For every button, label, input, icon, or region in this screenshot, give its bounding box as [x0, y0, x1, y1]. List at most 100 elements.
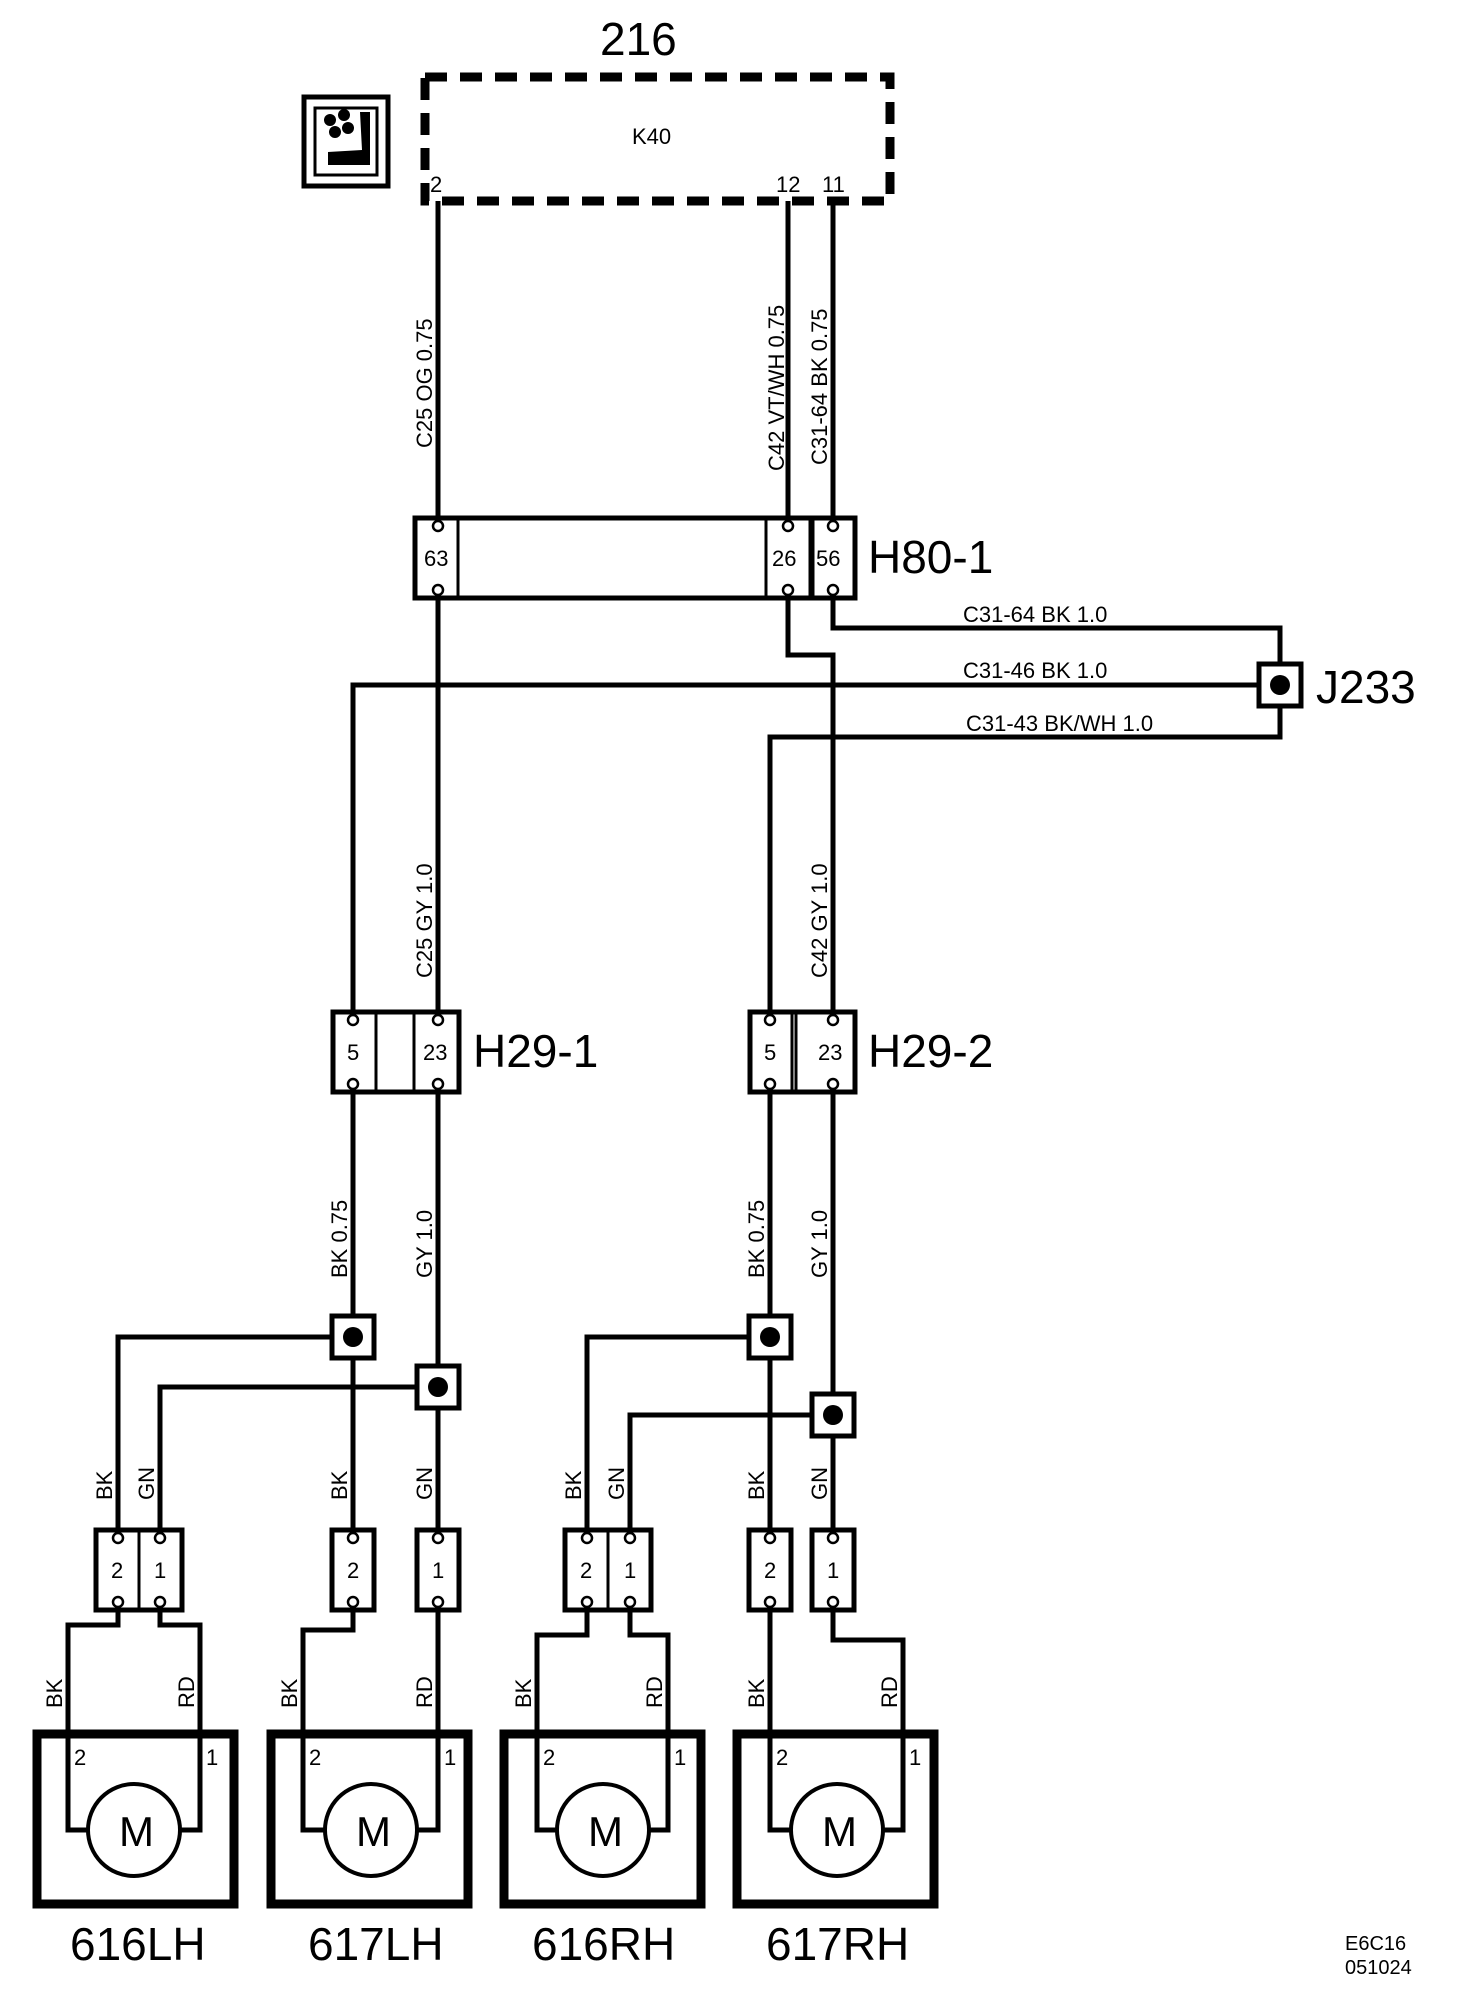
connector-616rh[interactable] [562, 1527, 654, 1613]
conn-616lh-pin-1: 1 [154, 1558, 166, 1583]
motor-616rh-pin-1: 1 [674, 1745, 686, 1770]
wire-lh-bk-branch [115, 1334, 353, 1530]
wire-c31-46-left [350, 682, 1262, 1012]
motor-616lh-pin-1: 1 [206, 1745, 218, 1770]
h80-pin-26: 26 [772, 546, 796, 571]
seat-ventilation-icon [301, 94, 391, 189]
j233-wire-right-label: C31-43 BK/WH 1.0 [966, 711, 1153, 736]
wire-label-c25-og: C25 OG 0.75 [412, 318, 437, 448]
conn-616rh-pin-1: 1 [624, 1558, 636, 1583]
module-pin-12: 12 [776, 172, 800, 197]
connector-617lh-pin1[interactable] [414, 1527, 462, 1613]
color-label-bk-3: BK [561, 1470, 586, 1500]
motor-616lh-pin-2: 2 [74, 1745, 86, 1770]
wire-c31-64-to-j233 [830, 598, 1283, 665]
motor-616lh-symbol: M [119, 1808, 154, 1855]
color-label-bk-m1: BK [42, 1678, 67, 1708]
wire-label-rh-bk: BK 0.75 [744, 1200, 769, 1278]
wire-616rh-bk [534, 1610, 590, 1760]
motor-617lh[interactable] [266, 1729, 473, 1909]
splice-lh-gy[interactable] [414, 1363, 462, 1411]
motor-616rh-pin-2: 2 [543, 1745, 555, 1770]
color-label-rd-m3: RD [642, 1676, 667, 1708]
motor-616lh-label: 616LH [70, 1918, 206, 1970]
connector-h29-1[interactable] [330, 1009, 462, 1095]
wire-rh-bk-branch [584, 1334, 770, 1530]
color-label-rd-m2: RD [412, 1676, 437, 1708]
wire-label-lh-gy: GY 1.0 [412, 1210, 437, 1278]
conn-616rh-pin-2: 2 [580, 1558, 592, 1583]
wire-616lh-rd [157, 1610, 203, 1760]
color-label-rd-m4: RD [877, 1676, 902, 1708]
color-label-gn-4: GN [807, 1467, 832, 1500]
wire-label-c42-vtwh: C42 VT/WH 0.75 [764, 305, 789, 471]
connector-617lh-pin2[interactable] [329, 1527, 377, 1613]
motor-617lh-label: 617LH [308, 1918, 444, 1970]
wire-c42-gy [785, 598, 836, 1012]
motor-617lh-pin-1: 1 [444, 1745, 456, 1770]
reference-code-line2: 051024 [1345, 1957, 1412, 1979]
h80-pin-63: 63 [424, 546, 448, 571]
conn-617lh-pin-1: 1 [432, 1558, 444, 1583]
h29-2-pin-5: 5 [764, 1040, 776, 1065]
wire-616rh-rd [627, 1610, 671, 1760]
conn-617rh-pin-1: 1 [827, 1558, 839, 1583]
wire-lh-gn-branch [157, 1384, 438, 1530]
conn-617rh-pin-2: 2 [764, 1558, 776, 1583]
splice-rh-bk[interactable] [746, 1313, 794, 1361]
reference-code-line1: E6C16 [1345, 1933, 1406, 1955]
color-label-bk-2: BK [327, 1470, 352, 1500]
motor-616lh[interactable] [32, 1729, 239, 1909]
motor-616rh-label: 616RH [532, 1918, 675, 1970]
module-number: 216 [600, 13, 677, 65]
h29-1-pin-5: 5 [347, 1040, 359, 1065]
motor-617rh-label: 617RH [766, 1918, 909, 1970]
wire-rh-gn-branch [627, 1412, 833, 1530]
motor-617lh-symbol: M [356, 1808, 391, 1855]
module-code: K40 [632, 124, 671, 149]
wire-label-lh-bk: BK 0.75 [327, 1200, 352, 1278]
wire-616lh-bk [65, 1610, 121, 1760]
h29-1-pin-23: 23 [423, 1040, 447, 1065]
connector-h80-1[interactable] [412, 515, 858, 601]
color-label-gn-3: GN [604, 1467, 629, 1500]
h80-pin-56: 56 [816, 546, 840, 571]
color-label-bk-1: BK [92, 1470, 117, 1500]
wire-label-c25-gy: C25 GY 1.0 [412, 863, 437, 978]
motor-617rh-symbol: M [822, 1808, 857, 1855]
wire-label-c42-gy: C42 GY 1.0 [807, 863, 832, 978]
connector-h29-2[interactable] [747, 1009, 858, 1095]
splice-lh-bk[interactable] [329, 1313, 377, 1361]
h29-1-label: H29-1 [473, 1025, 598, 1077]
color-label-bk-m4: BK [744, 1678, 769, 1708]
module-k40-box[interactable] [420, 72, 895, 206]
color-label-gn-2: GN [412, 1467, 437, 1500]
color-label-rd-m1: RD [174, 1676, 199, 1708]
wire-label-c31-64-bk: C31-64 BK 0.75 [807, 308, 832, 465]
conn-617lh-pin-2: 2 [347, 1558, 359, 1583]
motor-617lh-pin-2: 2 [309, 1745, 321, 1770]
wire-617lh-bk [300, 1610, 356, 1760]
splice-j233[interactable] [1256, 661, 1304, 709]
wire-617rh-rd [830, 1610, 906, 1760]
j233-wire-left-label: C31-46 BK 1.0 [963, 658, 1107, 683]
h80-label: H80-1 [868, 531, 993, 583]
motor-616rh[interactable] [499, 1729, 706, 1909]
wire-c31-43-right [767, 703, 1283, 1012]
connector-616lh[interactable] [93, 1527, 185, 1613]
splice-rh-gy[interactable] [809, 1391, 857, 1439]
module-pin-11: 11 [822, 172, 845, 197]
color-label-bk-m3: BK [511, 1678, 536, 1708]
motor-617rh-pin-2: 2 [776, 1745, 788, 1770]
motor-617rh[interactable] [732, 1729, 939, 1909]
j233-wire-in-label: C31-64 BK 1.0 [963, 602, 1107, 627]
motor-617rh-pin-1: 1 [909, 1745, 921, 1770]
color-label-bk-4: BK [744, 1470, 769, 1500]
wire-label-rh-gy: GY 1.0 [807, 1210, 832, 1278]
conn-616lh-pin-2: 2 [111, 1558, 123, 1583]
color-label-bk-m2: BK [277, 1678, 302, 1708]
motor-616rh-symbol: M [588, 1808, 623, 1855]
h29-2-pin-23: 23 [818, 1040, 842, 1065]
j233-label: J233 [1316, 661, 1416, 713]
